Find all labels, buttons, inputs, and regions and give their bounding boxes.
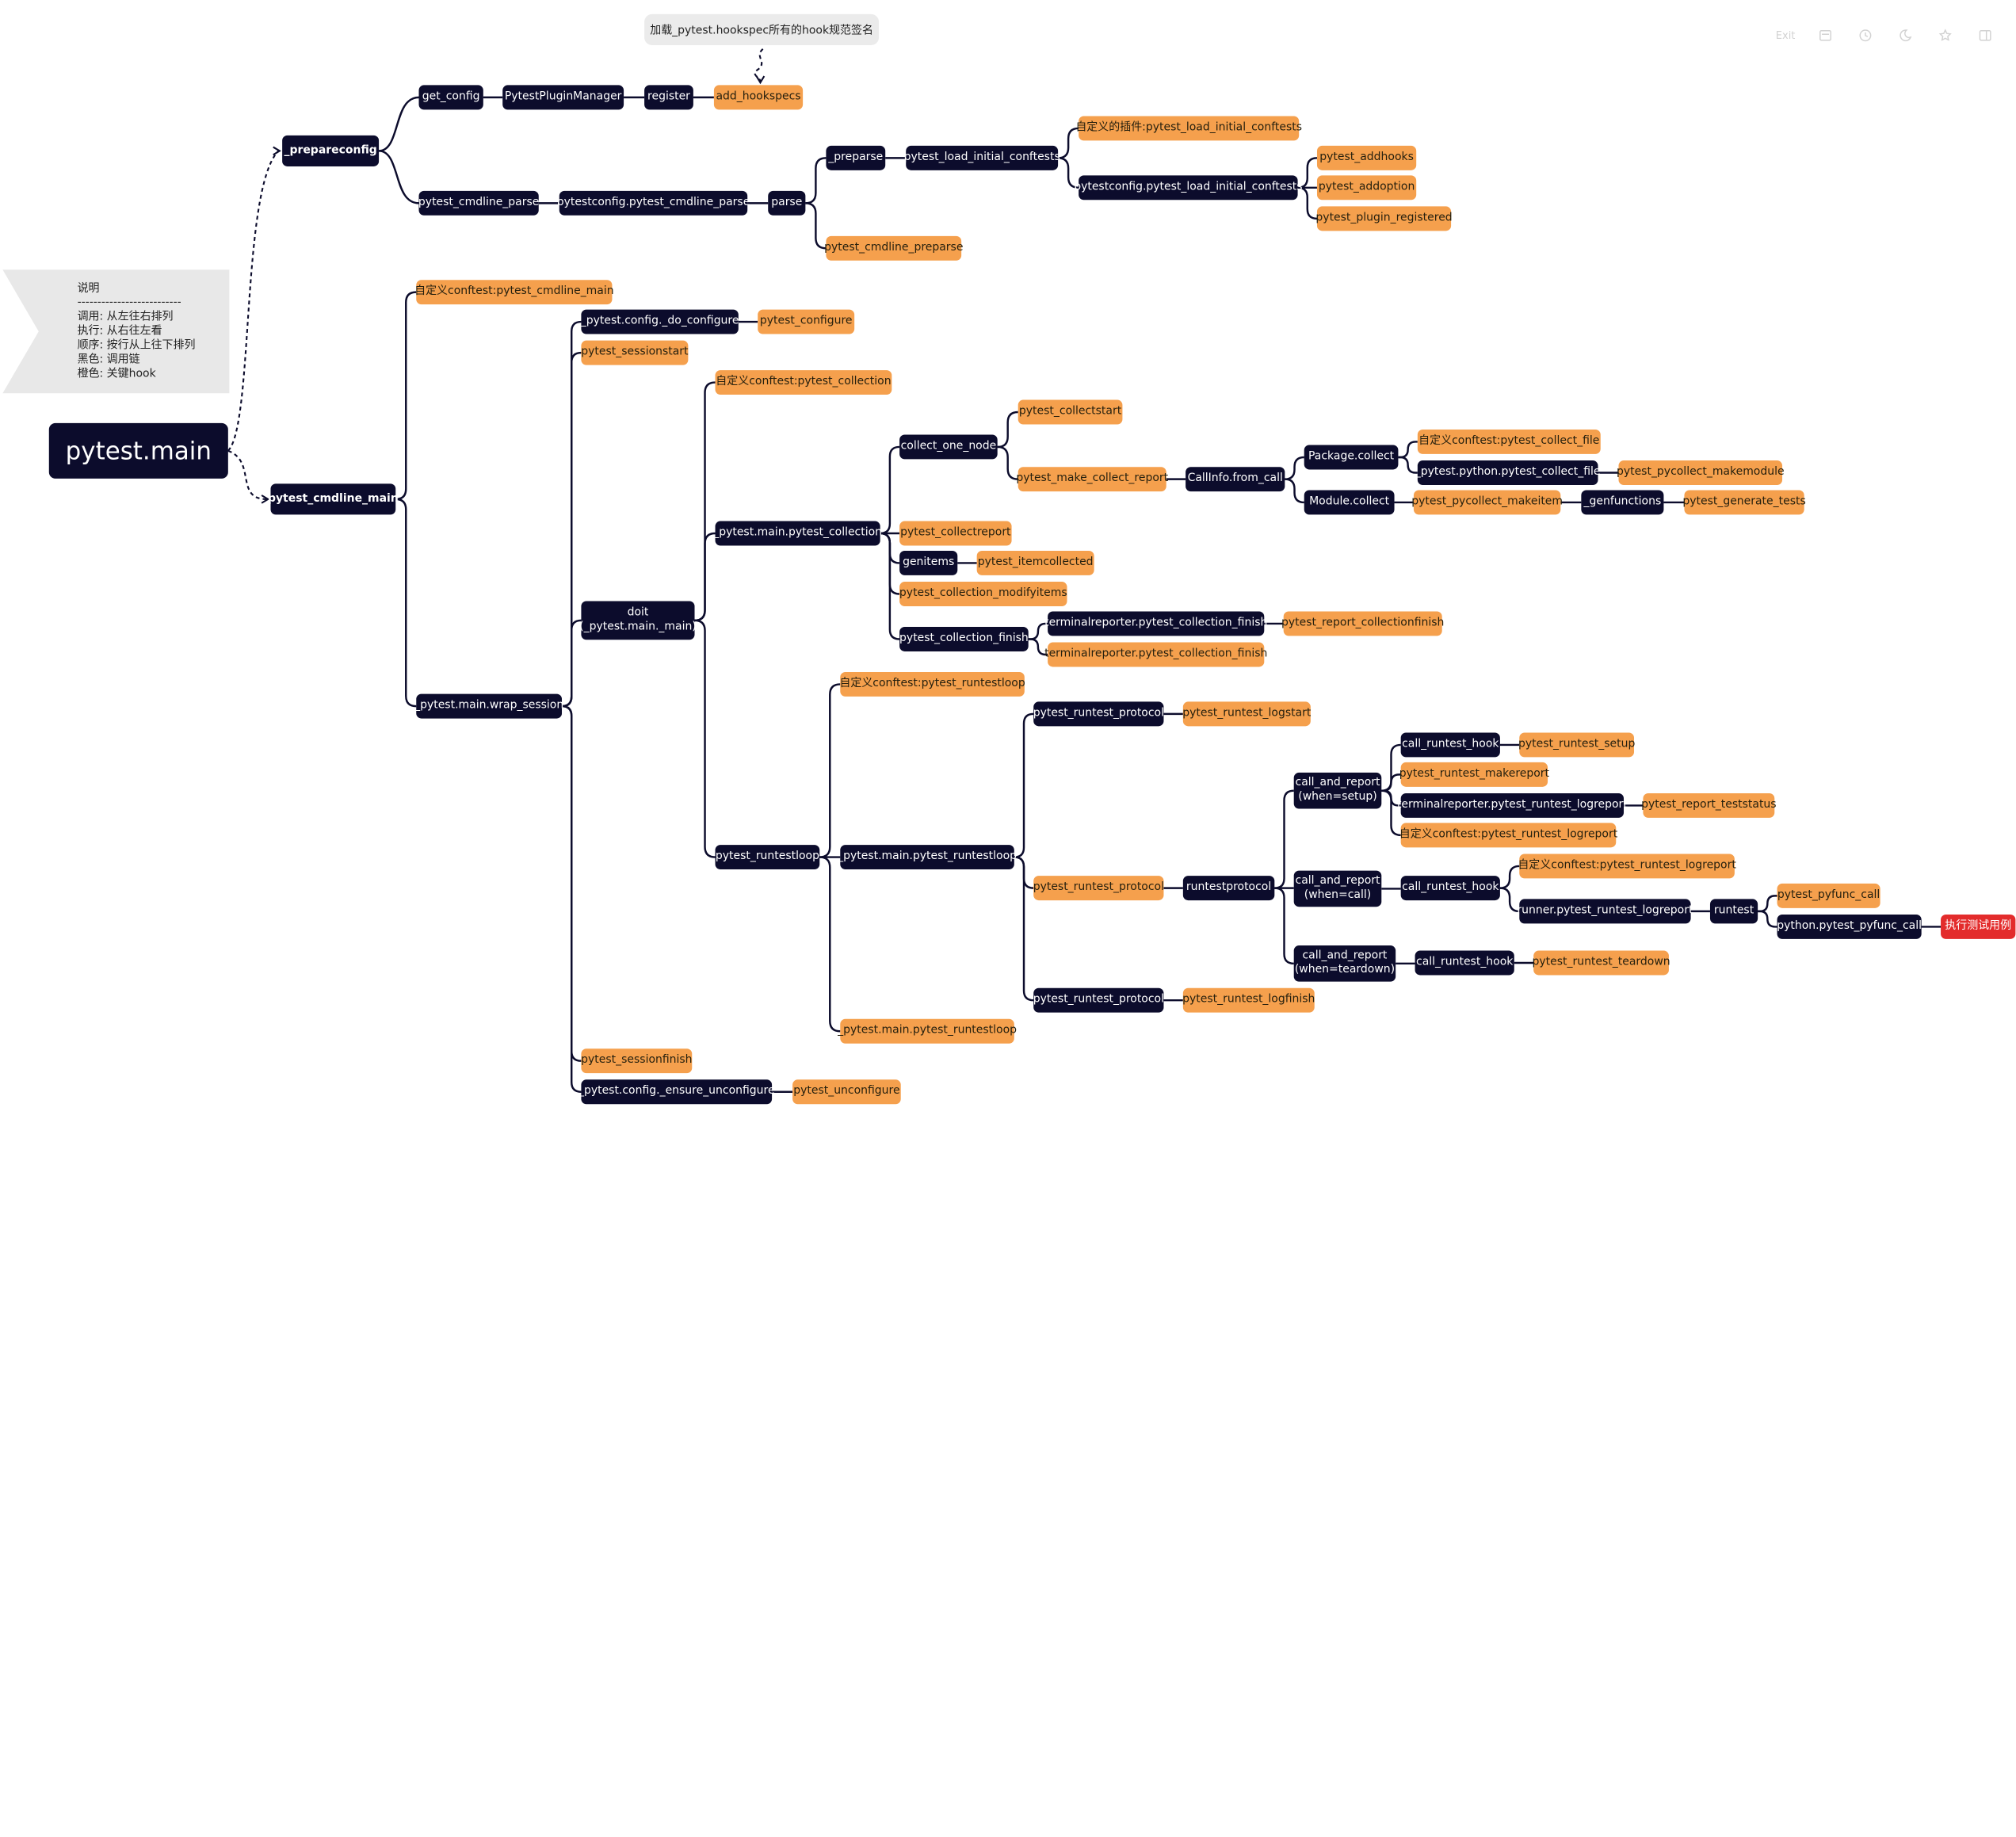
star-icon[interactable] [1926, 23, 1965, 46]
node-callinfo[interactable]: CallInfo.from_call [1186, 467, 1285, 492]
node-python-pyfunc-call[interactable]: python.pytest_pyfunc_call [1777, 914, 1922, 939]
node-runtestloop[interactable]: pytest_runtestloop [715, 845, 820, 870]
node-module-collect[interactable]: Module.collect [1304, 490, 1395, 515]
connector-lines [227, 48, 1942, 1093]
node-cfg-cmdline-parse[interactable]: pytestconfig.pytest_cmdline_parse [557, 190, 750, 216]
hookspec-note: 加载_pytest.hookspec所有的hook规范签名 [644, 13, 880, 45]
history-icon[interactable] [1846, 23, 1885, 46]
node-do-configure[interactable]: _pytest.config._do_configure [581, 309, 739, 334]
node-makereport[interactable]: pytest_runtest_makereport [1399, 762, 1549, 787]
node-collect-one-node[interactable]: collect_one_node [899, 434, 998, 460]
node-generate-tests[interactable]: pytest_generate_tests [1682, 490, 1806, 515]
node-runtest-teardown[interactable]: pytest_runtest_teardown [1533, 950, 1670, 976]
legend-panel: 说明 -------------------------- 调用: 从左往右排列… [2, 269, 230, 394]
root-node-pytest-main[interactable]: pytest.main [48, 422, 228, 479]
node-collectreport[interactable]: pytest_collectreport [899, 521, 1012, 546]
legend-rule: -------------------------- [77, 296, 181, 310]
top-right-toolbar: Exit [1766, 23, 2005, 46]
panel-icon[interactable] [1965, 23, 2005, 46]
node-collectstart[interactable]: pytest_collectstart [1018, 399, 1123, 425]
node-runner-logreport[interactable]: runner.pytest_runtest_logreport [1517, 899, 1693, 924]
node-addhooks[interactable]: pytest_addhooks [1316, 145, 1417, 170]
node-call-runtest-hook-2[interactable]: call_runtest_hook [1400, 876, 1500, 901]
node-exec-test[interactable]: 执行测试用例 [1941, 914, 2016, 939]
node-runtest[interactable]: runtest [1709, 899, 1758, 924]
node-tr-collection-finish[interactable]: terminalreporter.pytest_collection_finis… [1044, 611, 1267, 636]
node-preparse[interactable]: _preparse [826, 145, 886, 170]
node-call-and-report-teardown[interactable]: call_and_report (when=teardown) [1293, 945, 1396, 982]
node-logfinish[interactable]: pytest_runtest_logfinish [1182, 987, 1315, 1013]
node-add-hookspecs[interactable]: add_hookspecs [713, 85, 804, 110]
node-tr-logreport[interactable]: terminalreporter.pytest_runtest_logrepor… [1397, 792, 1628, 818]
node-pycollect-makeitem[interactable]: pytest_pycollect_makeitem [1411, 490, 1563, 515]
node-main-runtestloop[interactable]: _pytest.main.pytest_runtestloop [838, 845, 1017, 870]
node-genitems[interactable]: genitems [899, 550, 958, 575]
node-custom-cmdline-main[interactable]: 自定义conftest:pytest_cmdline_main [414, 280, 614, 305]
node-plugin-manager[interactable]: PytestPluginManager [502, 85, 624, 110]
node-package-collect[interactable]: Package.collect [1304, 445, 1399, 470]
node-cmdline-parse[interactable]: pytest_cmdline_parse [418, 190, 539, 216]
outline-icon[interactable] [1805, 23, 1845, 46]
legend-line-exec: 执行: 从右往左看 [77, 325, 162, 338]
node-make-collect-report[interactable]: pytest_make_collect_report [1016, 467, 1168, 492]
node-doit[interactable]: doit (_pytest.main._main) [579, 601, 697, 640]
node-report-teststatus[interactable]: pytest_report_teststatus [1641, 792, 1777, 818]
node-pyfunc-call[interactable]: pytest_pyfunc_call [1777, 883, 1880, 908]
legend-line-orange: 橙色: 关键hook [77, 367, 156, 381]
legend-title: 说明 [77, 282, 100, 296]
node-report-collectionfinish[interactable]: pytest_report_collectionfinish [1281, 611, 1444, 636]
node-addoption[interactable]: pytest_addoption [1316, 175, 1417, 201]
exit-button[interactable]: Exit [1775, 29, 1796, 41]
node-main-runtestloop-orange[interactable]: _pytest.main.pytest_runtestloop [838, 1018, 1017, 1044]
node-genfunctions[interactable]: _genfunctions [1581, 490, 1664, 515]
node-unconfigure[interactable]: pytest_unconfigure [792, 1079, 901, 1105]
node-prepareconfig[interactable]: _prepareconfig [282, 135, 380, 166]
node-main-collection[interactable]: _pytest.main.pytest_collection [713, 521, 882, 546]
theme-icon[interactable] [1885, 23, 1925, 46]
node-call-and-report-setup[interactable]: call_and_report (when=setup) [1293, 772, 1382, 809]
node-cmdline-main[interactable]: pytest_cmdline_main [268, 483, 399, 515]
legend-line-order: 顺序: 按行从上往下排列 [77, 339, 196, 353]
node-sessionfinish[interactable]: pytest_sessionfinish [581, 1048, 693, 1074]
node-custom-runtestloop[interactable]: 自定义conftest:pytest_runtestloop [839, 671, 1025, 697]
node-logstart[interactable]: pytest_runtest_logstart [1182, 701, 1311, 727]
node-python-collect-file[interactable]: _pytest.python.pytest_collect_file [1415, 460, 1601, 485]
node-modifyitems[interactable]: pytest_collection_modifyitems [899, 582, 1067, 606]
legend-line-call: 调用: 从左往右排列 [77, 311, 174, 324]
node-protocol-1[interactable]: pytest_runtest_protocol [1033, 701, 1164, 727]
node-call-runtest-hook-3[interactable]: call_runtest_hook [1415, 950, 1514, 976]
node-wrap-session[interactable]: _pytest.main.wrap_session [414, 693, 563, 719]
node-custom-plugin-load[interactable]: 自定义的插件:pytest_load_initial_conftests [1075, 116, 1302, 141]
node-ensure-unconfigure[interactable]: _pytest.config._ensure_unconfigure [578, 1079, 775, 1105]
node-configure[interactable]: pytest_configure [758, 309, 855, 334]
node-call-and-report-call[interactable]: call_and_report (when=call) [1293, 870, 1382, 907]
node-protocol-3[interactable]: pytest_runtest_protocol [1033, 987, 1164, 1013]
node-itemcollected[interactable]: pytest_itemcollected [976, 550, 1094, 575]
node-collection-finish[interactable]: pytest_collection_finish [899, 627, 1029, 651]
node-runtestprotocol[interactable]: runtestprotocol [1182, 876, 1275, 901]
node-call-runtest-hook-1[interactable]: call_runtest_hook [1400, 732, 1500, 758]
node-cmdline-preparse[interactable]: pytest_cmdline_preparse [824, 235, 963, 261]
node-load-initial[interactable]: pytest_load_initial_conftests [904, 145, 1060, 170]
node-get-config[interactable]: get_config [418, 85, 483, 110]
node-parse[interactable]: parse [768, 190, 806, 216]
node-custom-collection[interactable]: 自定义conftest:pytest_collection [715, 370, 892, 395]
node-custom-logreport-1[interactable]: 自定义conftest:pytest_runtest_logreport [1399, 823, 1617, 848]
node-pycollect-makemodule[interactable]: pytest_pycollect_makemodule [1617, 460, 1785, 485]
node-plugin-registered[interactable]: pytest_plugin_registered [1315, 206, 1453, 231]
node-sessionstart[interactable]: pytest_sessionstart [581, 340, 689, 365]
node-protocol-2[interactable]: pytest_runtest_protocol [1033, 876, 1164, 901]
node-custom-collect-file[interactable]: 自定义conftest:pytest_collect_file [1417, 429, 1601, 454]
node-cfg-load-initial[interactable]: pytestconfig.pytest_load_initial_conftes… [1074, 175, 1303, 201]
node-runtest-setup[interactable]: pytest_runtest_setup [1518, 732, 1635, 758]
node-register[interactable]: register [644, 85, 693, 110]
node-custom-logreport-2[interactable]: 自定义conftest:pytest_runtest_logreport [1518, 854, 1736, 879]
legend-line-black: 黑色: 调用链 [77, 353, 140, 367]
node-tr-collection-finish-orange[interactable]: terminalreporter.pytest_collection_finis… [1044, 642, 1267, 667]
